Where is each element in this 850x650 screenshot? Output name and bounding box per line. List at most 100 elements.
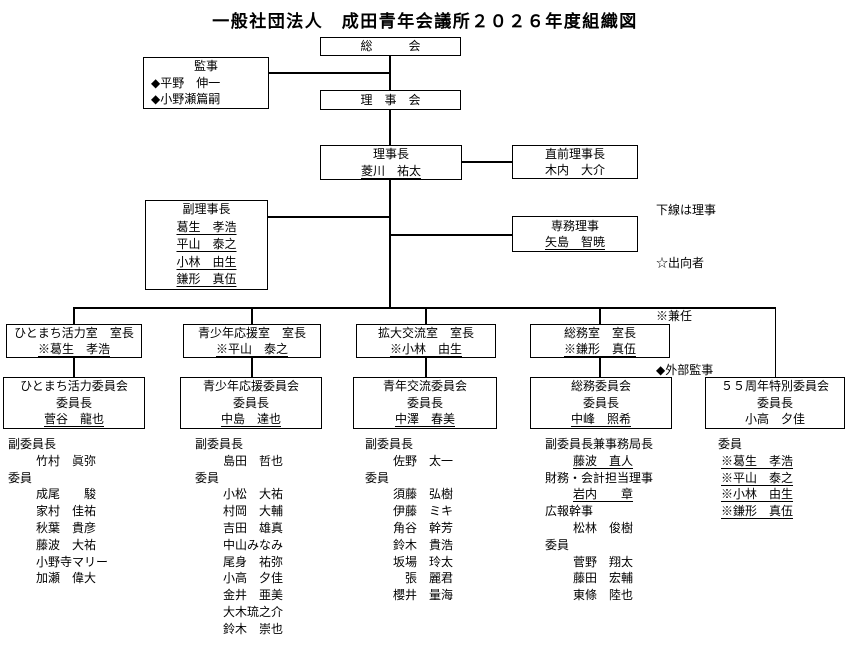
auditors-box: 監事 ◆平野 伸一 ◆小野瀬篇嗣 bbox=[143, 57, 269, 109]
vice-president-name: 平山 泰之 bbox=[176, 237, 237, 252]
president-title: 理事長 bbox=[372, 147, 409, 161]
member-column-1: 副委員長竹村 眞弥委員成尾 駿家村 佳祐秋葉 貴彦藤波 大祐小野寺マリー加瀬 偉… bbox=[8, 436, 108, 587]
committee-name: ５５周年特別委員会 bbox=[720, 379, 829, 394]
room-title: 拡大交流室 室長 bbox=[377, 325, 474, 340]
member-name: 鈴木 貴浩 bbox=[393, 537, 454, 552]
room-title: 総務室 室長 bbox=[563, 325, 636, 340]
general-assembly-box: 総 会 bbox=[320, 37, 461, 56]
member-name: 小野寺マリー bbox=[36, 554, 109, 569]
member-name: ※小林 由生 bbox=[721, 487, 794, 502]
room-leader: ※鎌形 真伍 bbox=[563, 342, 636, 356]
legend-line: 下線は理事 bbox=[656, 202, 717, 217]
committee-name: 総務委員会 bbox=[570, 379, 631, 394]
member-name: 佐野 太一 bbox=[393, 453, 454, 468]
member-name: 伊藤 ミキ bbox=[393, 504, 454, 519]
connector-line bbox=[251, 357, 253, 378]
room-leader: ※平山 泰之 bbox=[215, 342, 288, 356]
executive-director-name: 矢島 智暁 bbox=[544, 235, 605, 249]
auditors-title: 監事 bbox=[193, 59, 218, 74]
executive-director-title: 専務理事 bbox=[550, 218, 599, 233]
member-role-label: 委員 bbox=[718, 437, 743, 451]
member-list: 副委員長佐野 太一委員須藤 弘樹伊藤 ミキ角谷 幹芳鈴木 貴浩坂場 玲太 張 麗… bbox=[365, 436, 453, 604]
member-name: ※葛生 孝浩 bbox=[721, 453, 794, 468]
committee-chair: 中澤 春美 bbox=[394, 412, 455, 427]
member-name: 加瀬 偉大 bbox=[36, 571, 97, 586]
member-name: 張 麗君 bbox=[393, 571, 454, 586]
member-column-4: 副委員長兼事務局長藤波 直人財務・会計担当理事岩内 章広報幹事松林 俊樹委員菅野… bbox=[545, 436, 653, 604]
member-name: 坂場 玲太 bbox=[393, 554, 454, 569]
auditor-name: ◆小野瀬篇嗣 bbox=[151, 92, 221, 107]
member-role-label: 委員 bbox=[8, 470, 33, 485]
member-role-label: 財務・会計担当理事 bbox=[545, 470, 654, 485]
committee-role: 委員長 bbox=[756, 395, 793, 410]
member-role-label: 広報幹事 bbox=[545, 504, 594, 519]
committee-box-4: 総務委員会 委員長 中峰 照希 bbox=[530, 377, 672, 429]
member-role-label: 委員 bbox=[365, 470, 390, 485]
past-president-title: 直前理事長 bbox=[544, 146, 605, 161]
connector-line bbox=[599, 307, 601, 325]
auditor-name: ◆平野 伸一 bbox=[151, 75, 221, 90]
member-role-label: 委員 bbox=[545, 537, 570, 552]
committee-box-2: 青少年応援委員会 委員長 中島 達也 bbox=[180, 377, 322, 429]
member-name: 藤田 宏輔 bbox=[573, 571, 634, 586]
member-role-label: 副委員長兼事務局長 bbox=[545, 437, 654, 451]
member-name: 須藤 弘樹 bbox=[393, 487, 454, 502]
member-list: 副委員長竹村 眞弥委員成尾 駿家村 佳祐秋葉 貴彦藤波 大祐小野寺マリー加瀬 偉… bbox=[8, 436, 108, 587]
member-name: 櫻井 量海 bbox=[393, 588, 454, 603]
committee-chair: 中峰 照希 bbox=[570, 412, 631, 427]
president-name: 菱川 祐太 bbox=[360, 163, 421, 178]
member-column-2: 副委員長島田 哲也委員小松 大祐村岡 大輔吉田 雄真中山みなみ尾身 祐弥小高 夕… bbox=[195, 436, 283, 638]
member-name: 角谷 幹芳 bbox=[393, 520, 454, 535]
room-leader: ※小林 由生 bbox=[389, 342, 462, 356]
member-name: 岩内 章 bbox=[573, 487, 634, 502]
legend-line: ※兼任 bbox=[656, 309, 693, 324]
member-name: 小高 夕佳 bbox=[223, 571, 284, 586]
connector-line bbox=[389, 179, 391, 308]
connector-line bbox=[389, 109, 391, 146]
member-name: 東條 陸也 bbox=[573, 588, 634, 603]
connector-line bbox=[267, 216, 390, 218]
member-name: 成尾 駿 bbox=[36, 487, 97, 502]
member-column-3: 副委員長佐野 太一委員須藤 弘樹伊藤 ミキ角谷 幹芳鈴木 貴浩坂場 玲太 張 麗… bbox=[365, 436, 453, 604]
member-role-label: 副委員長 bbox=[8, 437, 57, 451]
committee-name: 青年交流委員会 bbox=[382, 379, 467, 394]
room-leader: ※葛生 孝浩 bbox=[37, 342, 110, 356]
member-column-5: 委員 ※葛生 孝浩 ※平山 泰之 ※小林 由生 ※鎌形 真伍 bbox=[718, 436, 793, 520]
committee-box-3: 青年交流委員会 委員長 中澤 春美 bbox=[353, 377, 497, 429]
committee-role: 委員長 bbox=[406, 395, 443, 410]
vice-presidents-title: 副理事長 bbox=[182, 202, 231, 217]
general-assembly-label: 総 会 bbox=[360, 39, 421, 54]
committee-box-1: ひとまち活力委員会 委員長 菅谷 龍也 bbox=[3, 377, 145, 429]
connector-line bbox=[425, 357, 427, 378]
member-name: ※鎌形 真伍 bbox=[721, 504, 794, 519]
room-box-seishonen: 青少年応援室 室長 ※平山 泰之 bbox=[183, 324, 321, 358]
connector-line bbox=[73, 307, 776, 309]
member-list: 副委員長島田 哲也委員小松 大祐村岡 大輔吉田 雄真中山みなみ尾身 祐弥小高 夕… bbox=[195, 436, 283, 638]
vice-president-name: 小林 由生 bbox=[176, 254, 237, 269]
legend-line: ◆外部監事 bbox=[656, 362, 714, 377]
member-name: 秋葉 貴彦 bbox=[36, 520, 97, 535]
room-box-kakudai: 拡大交流室 室長 ※小林 由生 bbox=[356, 324, 496, 358]
legend: 下線は理事 ☆出向者 ※兼任 ◆外部監事 bbox=[656, 166, 716, 415]
vice-president-name: 葛生 孝浩 bbox=[176, 219, 237, 234]
executive-director-box: 専務理事 矢島 智暁 bbox=[512, 216, 638, 252]
page-title: 一般社団法人 成田青年会議所２０２６年度組織図 bbox=[212, 12, 638, 32]
member-role-label: 副委員長 bbox=[195, 437, 244, 451]
board-label: 理 事 会 bbox=[360, 92, 421, 107]
member-name: 吉田 雄真 bbox=[223, 520, 284, 535]
connector-line bbox=[390, 234, 513, 236]
legend-line: ☆出向者 bbox=[656, 255, 705, 270]
member-name: ※平山 泰之 bbox=[721, 470, 794, 485]
member-name: 島田 哲也 bbox=[223, 453, 284, 468]
member-role-label: 委員 bbox=[195, 470, 220, 485]
committee-role: 委員長 bbox=[55, 395, 92, 410]
connector-line bbox=[599, 357, 601, 378]
committee-name: 青少年応援委員会 bbox=[202, 379, 299, 394]
vice-presidents-box: 副理事長 葛生 孝浩 平山 泰之 小林 由生 鎌形 真伍 bbox=[145, 200, 268, 290]
member-name: 金井 亜美 bbox=[223, 588, 284, 603]
member-name: 尾身 祐弥 bbox=[223, 554, 284, 569]
member-list: 委員 ※葛生 孝浩 ※平山 泰之 ※小林 由生 ※鎌形 真伍 bbox=[718, 436, 793, 520]
member-name: 藤波 大祐 bbox=[36, 537, 97, 552]
member-role-label: 副委員長 bbox=[365, 437, 414, 451]
